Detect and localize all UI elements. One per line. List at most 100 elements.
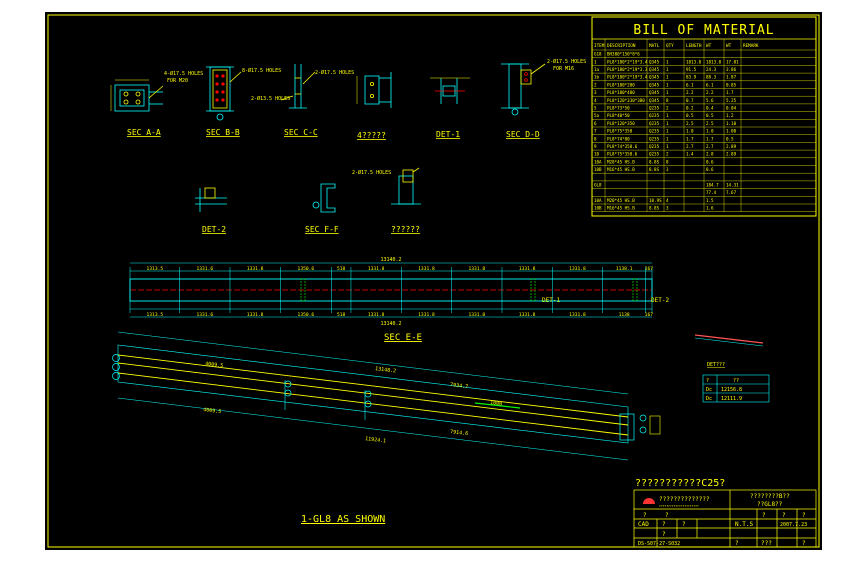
cad-label: CAD (638, 521, 649, 528)
bom-cell: 0.5 (726, 136, 734, 141)
det-1-detail (430, 77, 470, 104)
bom-header-cell: WT (726, 43, 732, 49)
sec-c-c-label: SEC C-C (284, 128, 318, 137)
bom-cell: 8 (594, 136, 597, 141)
sec-a-a-detail (110, 79, 164, 112)
elevation-bottom-dim: 167 (645, 312, 654, 318)
bom-cell: 88.3 (706, 75, 717, 80)
length-table-header-1: ? (706, 378, 709, 384)
bom-cell: 1.0 (686, 129, 694, 134)
elevation-top-dim: 1331.8 (418, 266, 435, 272)
bom-cell: PL8*180*2*19*3.4 (607, 75, 648, 80)
steel-grade-note: ???????????C25? (635, 478, 725, 489)
bom-cell: Q345 (649, 90, 660, 95)
bom-cell: 5a (594, 113, 600, 118)
bom-header-cell: ITEM (594, 43, 605, 49)
unknown-section-2-label: ?????? (391, 225, 420, 234)
small-bracket-detail (694, 334, 764, 347)
elevation-bottom-dim: 1313.5 (147, 312, 164, 318)
company-name: ?????????????? (659, 496, 710, 503)
title-cell: ? (662, 521, 666, 528)
bom-grid (591, 39, 817, 212)
bom-cell: 1 (666, 67, 669, 72)
sec-a-holes-note: 4-Ø17.5 HOLES (164, 70, 203, 77)
bom-cell: 1.4 (686, 152, 694, 157)
bom-cell: Q345 (649, 82, 660, 87)
length-table-header-2: ?? (733, 378, 739, 384)
title-cell: ? (643, 512, 647, 519)
bom-cell: 1.10 (726, 121, 737, 126)
elevation-det2-callout: DET-2 (651, 297, 669, 304)
bom-header-cell: LENGTH (686, 43, 702, 49)
bom-cell: 8 (666, 98, 669, 103)
bom-cell: BH300*150*8*6 (607, 52, 640, 57)
bom-cell: 10B (594, 206, 602, 211)
bom-cell: Q235 (649, 113, 660, 118)
bom-cell: 2.7 (686, 144, 694, 149)
bom-cell: 77.4 (706, 190, 717, 195)
bom-header-cell: MATL (649, 43, 660, 49)
elevation-top-dim: 1331.6 (197, 266, 214, 272)
bom-cell: 10 (594, 152, 600, 157)
det-2-label: DET-2 (202, 225, 226, 234)
small-detail-label: DET??? (707, 362, 725, 368)
bom-cell: 2.89 (726, 152, 737, 157)
bom-cell: PL8*73*50 (607, 106, 630, 111)
bom-cell: PL8*180*2*19*3.3 (607, 67, 648, 72)
bom-cell: PL8*180*480 (607, 90, 635, 95)
bom-cell: PL8*180*2*19*3.4 (607, 59, 648, 64)
bom-cell: 1813.0 (686, 59, 702, 64)
elevation-bottom-dim: 1331.8 (469, 312, 486, 318)
bom-title: BILL OF MATERIAL (633, 23, 774, 38)
length-table-cell: Dc (706, 396, 712, 402)
company-subname: ?????????????????????? (659, 504, 699, 508)
bom-cell: 2.8 (706, 152, 714, 157)
title-end-cell: ? (802, 540, 806, 547)
elevation-total-bottom: 13140.2 (380, 321, 401, 327)
sec-d-holes-sub: FOR M16 (553, 66, 574, 72)
bom-cell: GL8 (594, 183, 602, 188)
elevation-bottom-dim: 1138 (619, 312, 630, 318)
bom-cell: 6.1 (706, 82, 714, 87)
sec-c-c-detail (280, 64, 316, 109)
bom-cell: PL8*75*350 (607, 129, 633, 134)
bom-cell: 3 (594, 90, 597, 95)
bom-cell: Q235 (649, 144, 660, 149)
unknown-section-1-detail (356, 72, 392, 108)
bom-cell: PL8*40*50 (607, 113, 630, 118)
bom-cell: 1.0 (706, 129, 714, 134)
bom-cell: 6.1 (686, 82, 694, 87)
bom-cell: G18 (594, 52, 602, 57)
elevation-bottom-dim: 1331.8 (247, 312, 264, 318)
bom-cell: Q235 (649, 136, 660, 141)
scale-label: N.T.S (735, 521, 753, 528)
bom-cell: 2 (666, 152, 669, 157)
bom-cell: 1 (666, 59, 669, 64)
bom-cell: Q235 (649, 121, 660, 126)
bom-cell: 3.86 (726, 67, 737, 72)
elevation-stiffener (530, 278, 536, 302)
bom-cell: 2.5 (706, 121, 714, 126)
bom-cell: 1.2 (726, 113, 734, 118)
elevation-bottom-dim: 1331.8 (569, 312, 586, 318)
bom-cell: 2.5 (686, 121, 694, 126)
elevation-stiffeners (129, 267, 653, 313)
iso-dim-left-top: 4009.5 (205, 361, 224, 369)
bom-cell: 1 (666, 90, 669, 95)
iso-dim-mid-bottom: 7914.6 (450, 429, 469, 437)
iso-dim-mid-top: 7934.7 (450, 382, 469, 390)
sec-c-holes-note-2: 2-Ø13.5 HOLES (251, 95, 290, 102)
bom-cell: 184.7 (706, 183, 719, 188)
bom-cell: 7.67 (726, 190, 737, 195)
bom-cell: 9 (594, 144, 597, 149)
elevation-top-dim: 1331.8 (519, 266, 536, 272)
elevation-bottom-dim: 1331.8 (519, 312, 536, 318)
bom-cell: M16*45 HS.B (607, 206, 635, 211)
sec-e-e-label: SEC E-E (384, 333, 422, 343)
bom-cell: Q345 (649, 67, 660, 72)
bom-cell: Q235 (649, 106, 660, 111)
